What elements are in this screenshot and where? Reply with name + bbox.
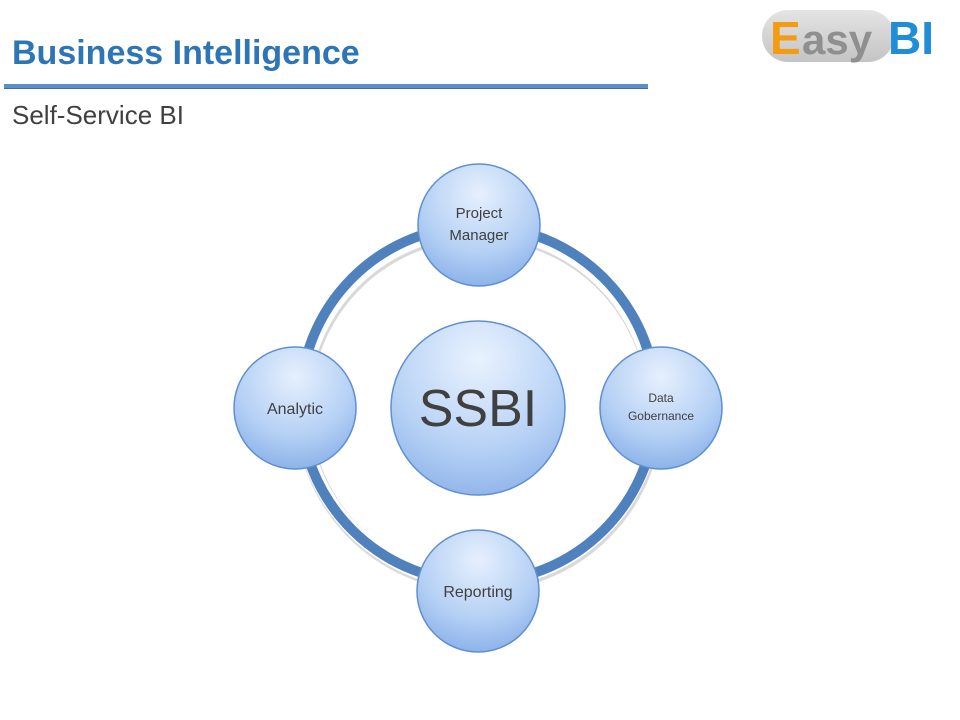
- title-underline: [4, 84, 648, 89]
- node-project-manager-label-line1: Project: [456, 205, 504, 222]
- easybi-logo: E asy BI: [762, 10, 934, 64]
- node-reporting: [416, 529, 540, 653]
- logo-pill: [762, 10, 894, 62]
- node-project-manager-label-line2: Manager: [449, 227, 508, 244]
- center-circle: [390, 320, 566, 496]
- node-project-manager: [417, 163, 541, 287]
- logo-text-bi: BI: [888, 12, 934, 64]
- page-title: Business Intelligence: [12, 34, 360, 72]
- logo-letter-e: E: [770, 12, 801, 64]
- node-analytic: [233, 346, 357, 470]
- node-data-gobernance-label-line1: Data: [648, 391, 674, 405]
- page-subtitle: Self-Service BI: [12, 100, 184, 130]
- node-analytic-label: Analytic: [267, 401, 323, 418]
- center-label: SSBI: [419, 380, 538, 438]
- node-reporting-label: Reporting: [443, 584, 512, 601]
- logo-text-asy: asy: [802, 16, 873, 63]
- node-data-gobernance: [599, 346, 723, 470]
- node-data-gobernance-label-line2: Gobernance: [628, 409, 694, 423]
